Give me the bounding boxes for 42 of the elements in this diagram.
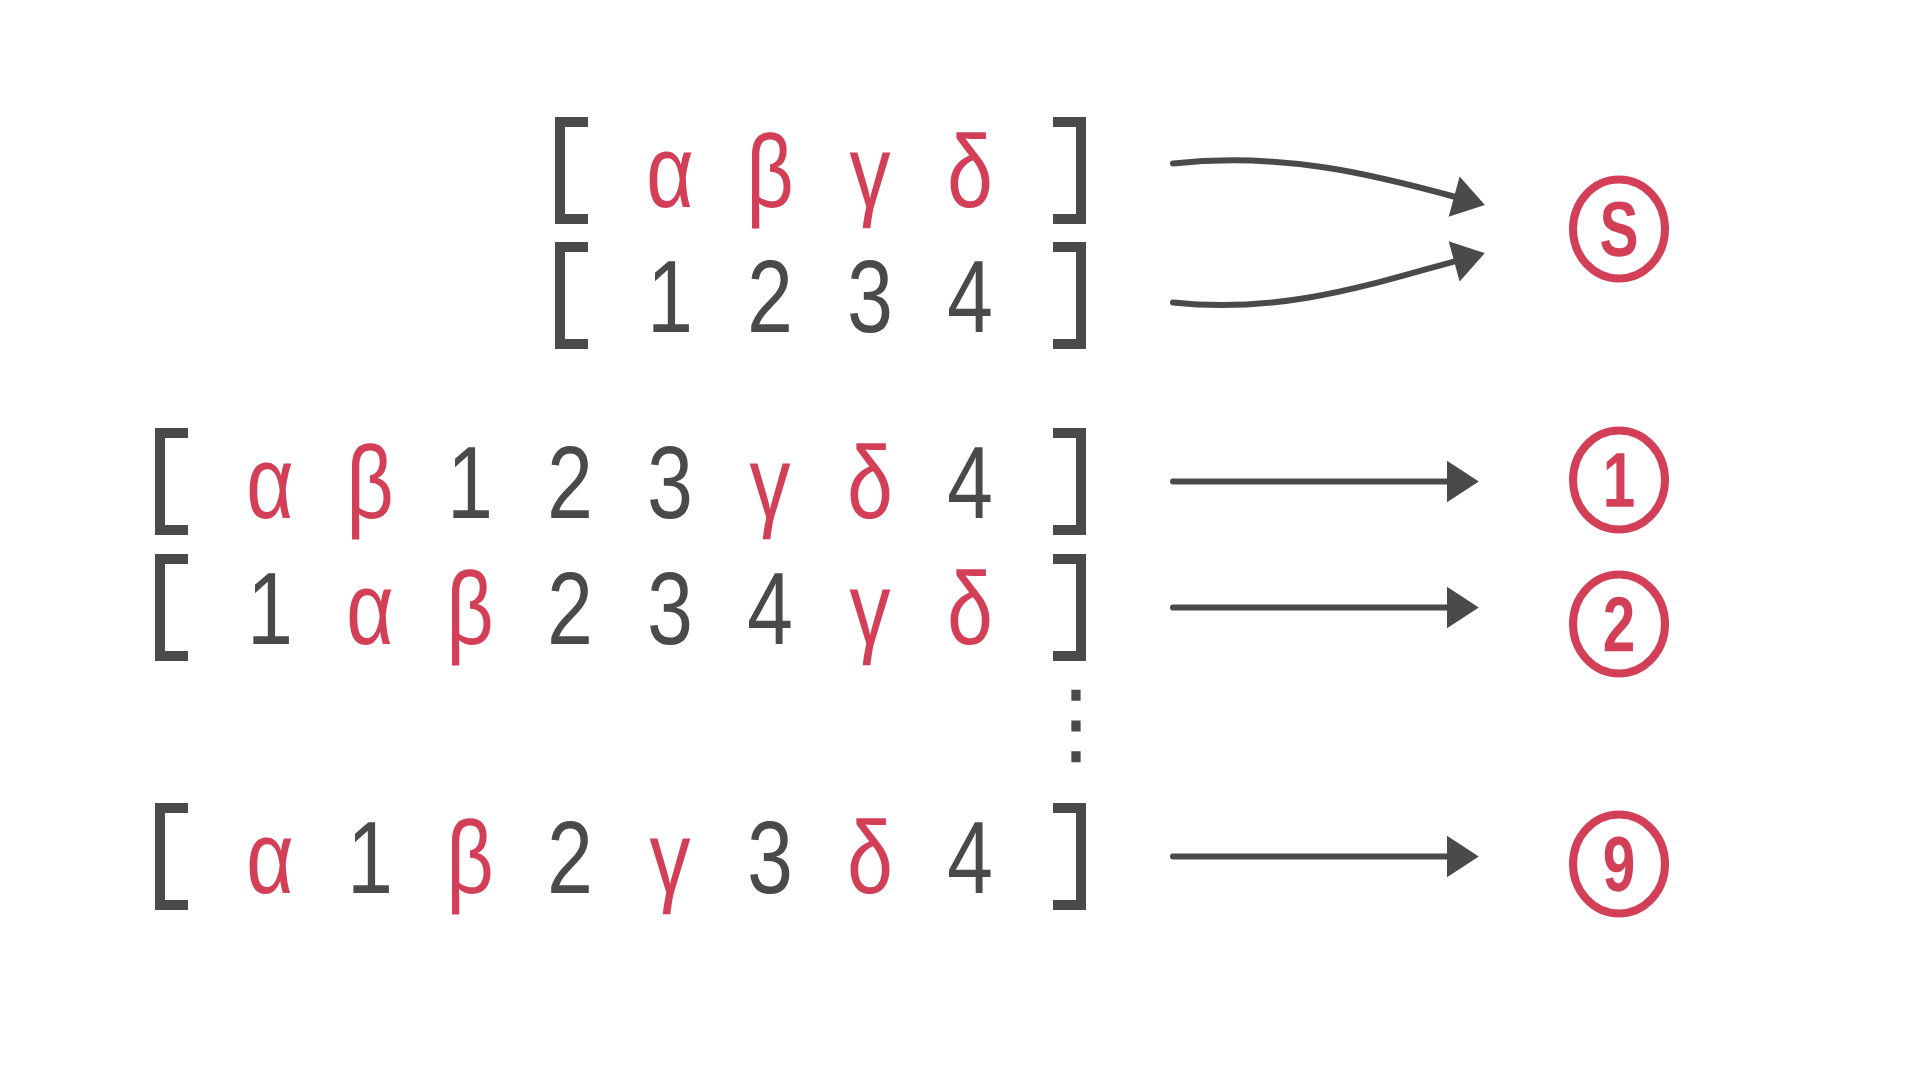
array-item: β (452, 818, 491, 915)
circled-label: S (1569, 175, 1669, 283)
array-item: 1 (253, 573, 289, 644)
array-item: β (452, 569, 491, 666)
array-item: 4 (949, 261, 991, 332)
array-item: δ (950, 132, 990, 208)
array-item: 2 (551, 821, 589, 893)
array-item: α (649, 151, 692, 208)
array-item: β (352, 443, 391, 540)
bracketed-array (155, 554, 1086, 666)
array-item: 2 (551, 572, 589, 644)
array-item: 3 (650, 446, 690, 519)
array-item: 4 (749, 573, 791, 644)
circled-label: 2 (1569, 570, 1669, 678)
array-item: α (349, 588, 392, 645)
array-item: δ (850, 818, 890, 894)
array-item: δ (850, 443, 890, 519)
bracketed-array (155, 803, 1086, 915)
circled-label: 9 (1569, 810, 1669, 918)
bracketed-array (155, 428, 1086, 540)
array-item: 4 (949, 447, 991, 518)
array-item: γ (849, 589, 891, 666)
array-item: β (752, 132, 791, 229)
array-item: 2 (551, 446, 589, 518)
array-item: 1 (353, 822, 389, 893)
vertical-ellipsis: ⋮ (1071, 689, 1081, 763)
array-item: γ (849, 152, 891, 229)
circled-label: 1 (1569, 426, 1669, 534)
array-item: γ (649, 838, 691, 915)
array-item: α (249, 837, 292, 894)
array-item: 3 (750, 821, 790, 894)
array-item: 3 (850, 260, 890, 333)
bracketed-array (555, 242, 1086, 349)
array-item: 3 (650, 572, 690, 645)
array-item: δ (950, 569, 990, 645)
array-item: γ (749, 463, 791, 540)
array-item: α (249, 462, 292, 519)
array-item: 1 (453, 447, 489, 518)
bracketed-array (555, 117, 1086, 229)
array-item: 4 (949, 822, 991, 893)
array-item: 2 (751, 260, 789, 332)
array-item: 1 (653, 261, 689, 332)
